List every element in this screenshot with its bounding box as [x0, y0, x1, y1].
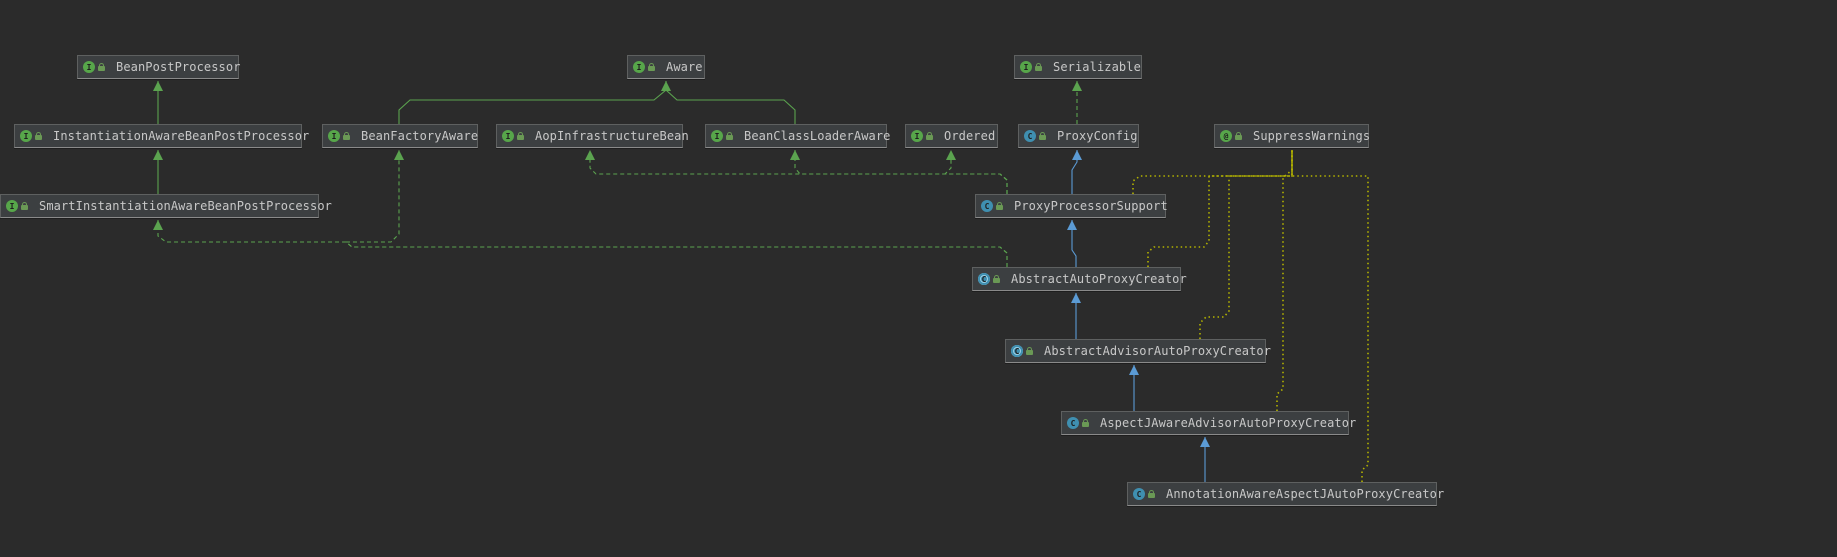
arrowhead-iabpp [153, 150, 163, 160]
node-pc[interactable]: C ProxyConfig [1018, 124, 1139, 148]
node-ser[interactable]: I Serializable [1014, 55, 1142, 79]
node-aware[interactable]: I Aware [627, 55, 705, 79]
public-lock-icon [1148, 489, 1157, 499]
public-lock-icon [35, 131, 44, 141]
node-bfa[interactable]: I BeanFactoryAware [322, 124, 478, 148]
interface-icon: I [711, 130, 723, 142]
arrowhead-aapc [1071, 293, 1081, 303]
arrowhead-aib [585, 150, 595, 160]
edge-annotated-aapc-to-sw [1147, 150, 1293, 267]
interface-icon: I [83, 61, 95, 73]
arrowhead-pc [1072, 150, 1082, 160]
node-label: AbstractAutoProxyCreator [1011, 272, 1187, 286]
node-bcla[interactable]: I BeanClassLoaderAware [705, 124, 890, 148]
node-ajaapc[interactable]: C AspectJAwareAdvisorAutoProxyCreator [1061, 411, 1356, 435]
public-lock-icon [993, 274, 1002, 284]
interface-icon: I [502, 130, 514, 142]
abstract-class-icon: C [978, 273, 990, 285]
public-lock-icon [21, 201, 30, 211]
public-lock-icon [926, 131, 935, 141]
node-label: SmartInstantiationAwareBeanPostProcessor [39, 199, 332, 213]
node-aaajapc[interactable]: C AnnotationAwareAspectJAutoProxyCreator [1127, 482, 1444, 506]
node-label: BeanPostProcessor [116, 60, 241, 74]
edge-annotated-aaapc-to-sw [1199, 150, 1293, 339]
arrowhead-ajaapc [1200, 437, 1210, 447]
public-lock-icon [996, 201, 1005, 211]
interface-icon: I [20, 130, 32, 142]
edge-implements-aapc-to-bfa [344, 150, 1008, 267]
node-label: Serializable [1053, 60, 1141, 74]
public-lock-icon [648, 62, 657, 72]
node-label: BeanClassLoaderAware [744, 129, 891, 143]
public-lock-icon [1082, 418, 1091, 428]
arrowhead-ser [1072, 81, 1082, 91]
public-lock-icon [517, 131, 526, 141]
node-aapc[interactable]: C AbstractAutoProxyCreator [972, 267, 1187, 291]
arrowhead-aaapc [1129, 365, 1139, 375]
node-label: AspectJAwareAdvisorAutoProxyCreator [1100, 416, 1357, 430]
public-lock-icon [1035, 62, 1044, 72]
node-label: AopInfrastructureBean [535, 129, 689, 143]
public-lock-icon [98, 62, 107, 72]
class-icon: C [1024, 130, 1036, 142]
node-iabpp[interactable]: I InstantiationAwareBeanPostProcessor [14, 124, 309, 148]
node-label: BeanFactoryAware [361, 129, 479, 143]
edge-extends-interface-bcla-to-aware [665, 81, 796, 124]
interface-icon: I [328, 130, 340, 142]
public-lock-icon [1039, 131, 1048, 141]
arrowhead-bfa [394, 150, 404, 160]
node-label: Aware [666, 60, 703, 74]
public-lock-icon [343, 131, 352, 141]
node-label: Ordered [944, 129, 996, 143]
node-label: ProxyProcessorSupport [1014, 199, 1168, 213]
node-label: AnnotationAwareAspectJAutoProxyCreator [1166, 487, 1445, 501]
arrowhead-pps [1067, 220, 1077, 230]
node-label: SuppressWarnings [1253, 129, 1371, 143]
class-icon: C [981, 200, 993, 212]
annotation-icon: @ [1220, 130, 1232, 142]
node-aaapc[interactable]: C AbstractAdvisorAutoProxyCreator [1005, 339, 1271, 363]
edge-layer [153, 81, 1369, 482]
interface-icon: I [911, 130, 923, 142]
public-lock-icon [1235, 131, 1244, 141]
edge-annotated-aaajapc-to-sw [1291, 150, 1369, 482]
node-label: AbstractAdvisorAutoProxyCreator [1044, 344, 1272, 358]
arrowhead-ord [946, 150, 956, 160]
node-pps[interactable]: C ProxyProcessorSupport [975, 194, 1168, 218]
class-icon: C [1133, 488, 1145, 500]
node-label: InstantiationAwareBeanPostProcessor [53, 129, 310, 143]
edge-implements-pps-to-ord [943, 150, 1008, 194]
class-icon: C [1067, 417, 1079, 429]
interface-icon: I [6, 200, 18, 212]
node-label: ProxyConfig [1057, 129, 1138, 143]
edge-extends-aapc-to-pps [1071, 220, 1077, 267]
public-lock-icon [726, 131, 735, 141]
node-ord[interactable]: I Ordered [905, 124, 998, 148]
edge-implements-pps-to-aib [589, 150, 1008, 194]
edge-annotated-ajaapc-to-sw [1276, 150, 1293, 411]
node-siabpp[interactable]: I SmartInstantiationAwareBeanPostProcesso… [0, 194, 332, 218]
public-lock-icon [1026, 346, 1035, 356]
node-sw[interactable]: @ SuppressWarnings [1214, 124, 1371, 148]
abstract-class-icon: C [1011, 345, 1023, 357]
arrowhead-bcla [790, 150, 800, 160]
node-aib[interactable]: I AopInfrastructureBean [496, 124, 689, 148]
edge-implements-pps-to-bcla [794, 150, 1008, 194]
arrowhead-siabpp [153, 220, 163, 230]
arrowhead-bpp [153, 81, 163, 91]
interface-icon: I [633, 61, 645, 73]
node-bpp[interactable]: I BeanPostProcessor [77, 55, 241, 79]
interface-icon: I [1020, 61, 1032, 73]
